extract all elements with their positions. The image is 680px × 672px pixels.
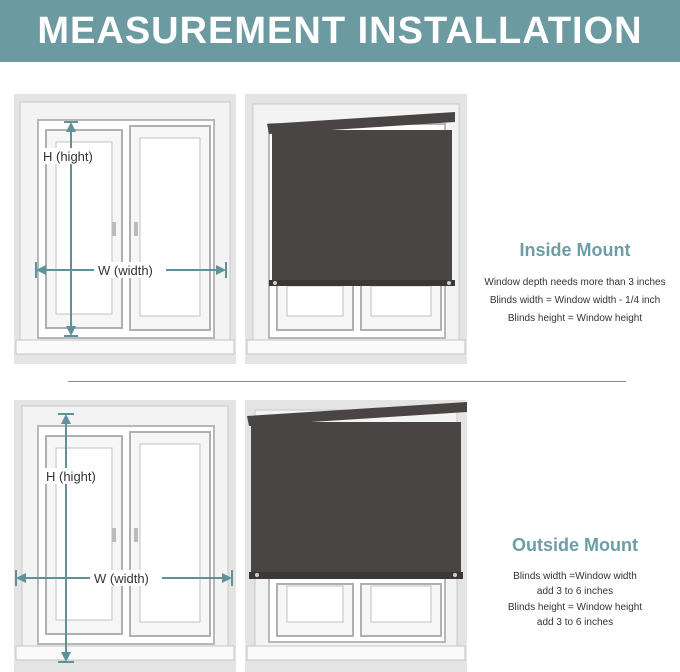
outside-line-2: add 3 to 6 inches [536, 586, 614, 597]
outside-measure-illustration: H (hight) W (width) [14, 400, 236, 672]
outside-height-label: H (hight) [46, 469, 96, 484]
inside-width-label: W (width) [98, 263, 153, 278]
outside-blind-illustration [245, 400, 467, 672]
section-divider [68, 381, 626, 382]
outside-width-label: W (width) [94, 571, 149, 586]
inside-blind-illustration [245, 94, 467, 364]
outside-line-1: Blinds width =Window width [513, 571, 637, 582]
inside-height-label: H (hight) [43, 149, 93, 164]
title-banner: MEASUREMENT INSTALLATION [0, 0, 680, 62]
page-title: MEASUREMENT INSTALLATION [37, 9, 643, 52]
inside-line-3: Blinds height = Window height [507, 313, 643, 324]
inside-line-2: Blinds width = Window width - 1/4 inch [489, 295, 661, 306]
outside-line-3: Blinds height = Window height [507, 602, 643, 613]
outside-mount-heading: Outside Mount [512, 535, 638, 555]
inside-mount-heading: Inside Mount [519, 240, 631, 260]
inside-line-1: Window depth needs more than 3 inches [484, 277, 666, 288]
inside-measure-illustration: H (hight) W (width) [14, 94, 236, 364]
outside-line-4: add 3 to 6 inches [536, 617, 614, 628]
